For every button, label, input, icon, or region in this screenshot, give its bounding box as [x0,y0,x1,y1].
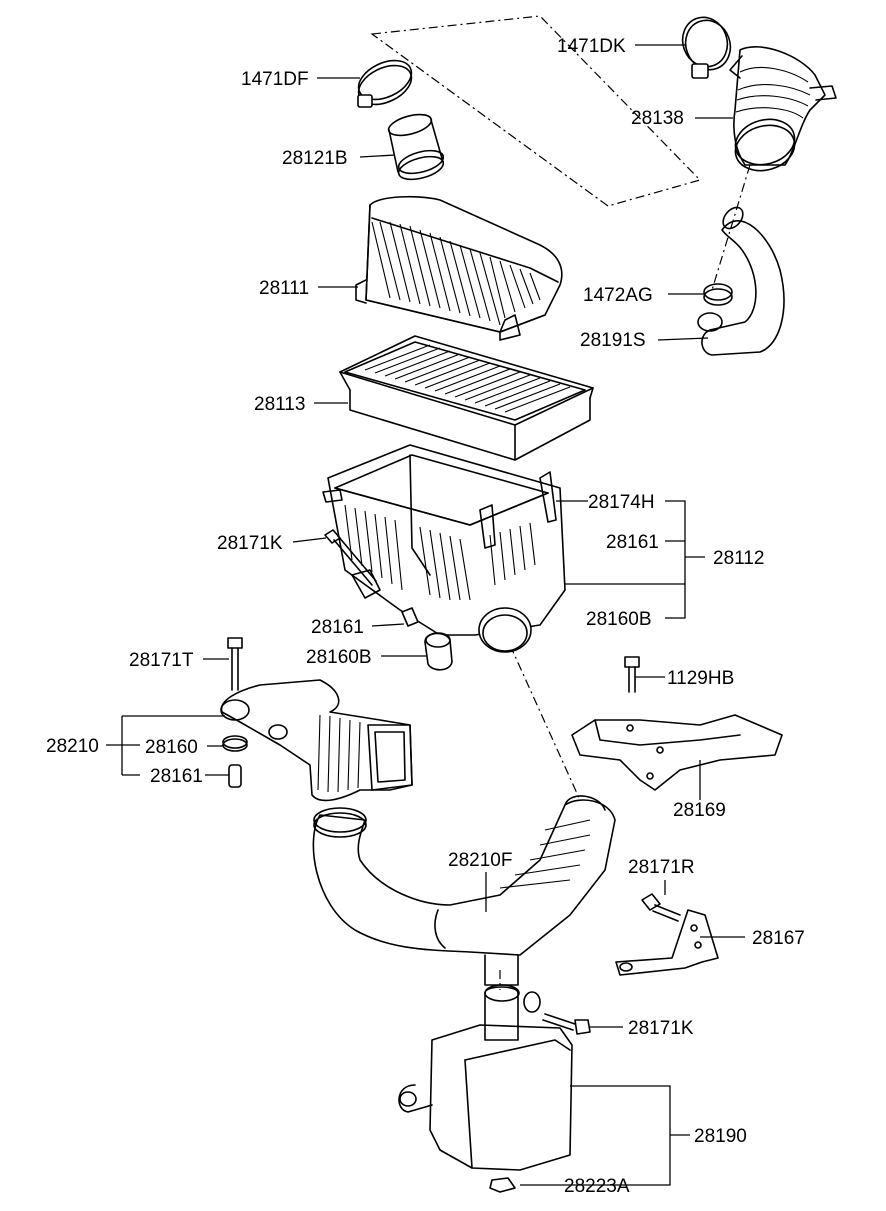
label-28191s: 28191S [580,330,646,351]
air-duct-28210f[interactable] [312,795,616,986]
leader-lines [106,44,745,1186]
label-28171k-upper: 28171K [217,533,283,554]
clamp-1471dk[interactable] [676,11,737,79]
air-cleaner-cover-28111[interactable] [355,195,563,341]
bolt-28171k-lower[interactable] [523,991,591,1035]
label-1472ag: 1472AG [583,285,653,306]
duct-connection-line [509,644,581,801]
bracket-28169[interactable] [571,714,783,791]
bracket-28167[interactable] [615,909,719,976]
label-28210f: 28210F [448,850,512,871]
label-1129hb: 1129HB [667,668,734,689]
label-28169: 28169 [673,800,726,821]
clamp-1472ag[interactable] [703,283,733,306]
resonator-28190[interactable] [398,984,573,1171]
bolt-1129hb[interactable] [624,656,640,693]
label-28210: 28210 [46,736,99,757]
label-28160b-right: 28160B [586,609,652,630]
label-28174h: 28174H [588,492,655,513]
grommet-28160b-middle[interactable] [424,632,453,671]
hose-connection-line [711,164,751,291]
label-28190: 28190 [694,1126,747,1147]
label-1471df: 1471DF [241,69,309,90]
label-28223a: 28223A [564,1176,630,1197]
label-28112: 28112 [713,548,764,569]
cap-28223a[interactable] [489,1177,516,1193]
intake-hose-28138[interactable] [729,46,837,177]
breather-hose-28191s[interactable] [697,204,785,356]
bolt-28171k-upper[interactable] [324,529,377,586]
air-filter-element-28113[interactable] [339,335,594,461]
label-28171r: 28171R [628,857,695,878]
label-28161-lower: 28161 [150,766,203,787]
clamp-1471df[interactable] [352,53,417,112]
label-28161-upper: 28161 [606,532,659,553]
label-28160: 28160 [145,737,198,758]
pin-28161-middle[interactable] [401,607,419,627]
label-28121b: 28121B [282,148,348,169]
label-28138: 28138 [631,108,684,129]
label-28171k-lower: 28171K [628,1018,694,1039]
label-28113: 28113 [254,394,305,415]
bolt-28171r[interactable] [641,893,681,922]
label-28171t: 28171T [129,650,194,671]
assembly-boundary-line [370,15,702,207]
intake-pipe-28121b[interactable] [386,111,445,184]
pin-28161-lower[interactable] [228,764,242,788]
bolt-28171t[interactable] [227,637,243,691]
label-28111: 28111 [259,278,309,299]
air-cleaner-body-28112[interactable] [322,444,566,653]
label-28160b-middle: 28160B [306,647,372,668]
label-28161-middle: 28161 [311,617,364,638]
air-duct-28210[interactable] [220,679,413,802]
label-1471dk: 1471DK [557,36,626,57]
part-labels: 1471DF 28121B 1471DK 28138 28111 1472AG … [46,36,805,1197]
label-28167: 28167 [752,928,805,949]
grommet-28160[interactable] [222,735,248,752]
